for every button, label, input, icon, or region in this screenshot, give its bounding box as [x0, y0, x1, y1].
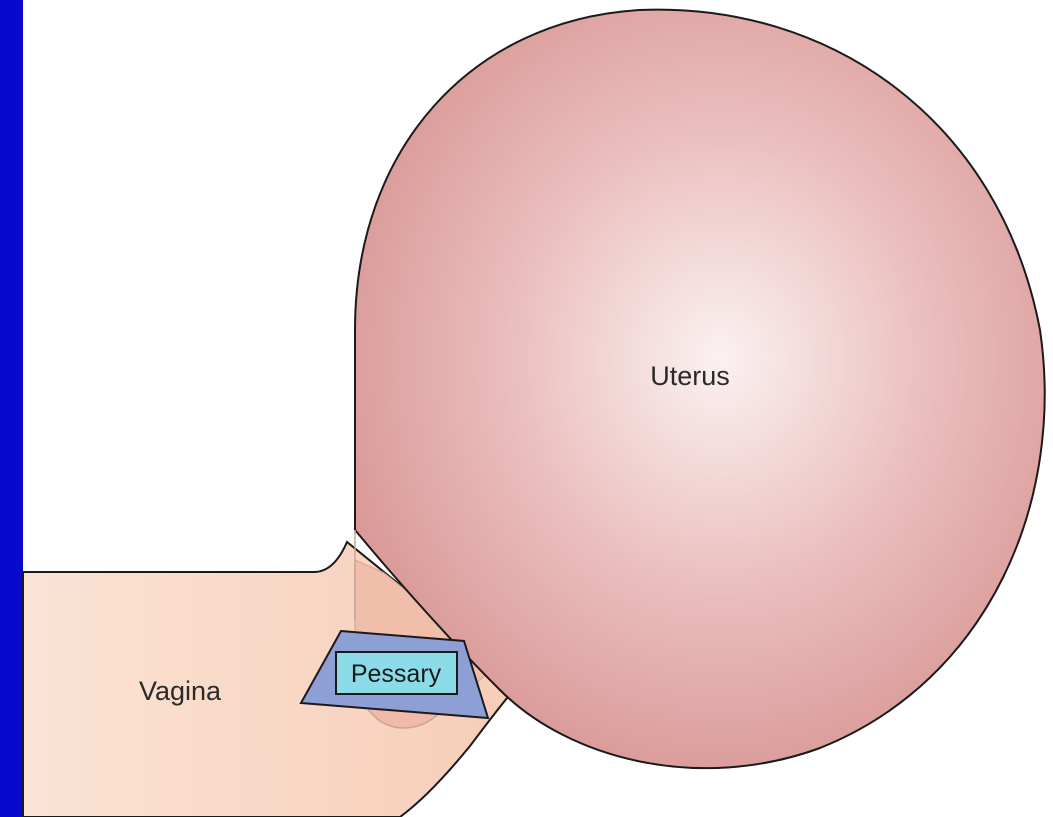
uterus-shape: [354, 8, 1046, 770]
pessary-label: Pessary: [351, 660, 442, 688]
pessary-label-box: [335, 651, 458, 695]
uterus-label: Uterus: [650, 361, 730, 391]
vagina-label: Vagina: [139, 676, 222, 706]
